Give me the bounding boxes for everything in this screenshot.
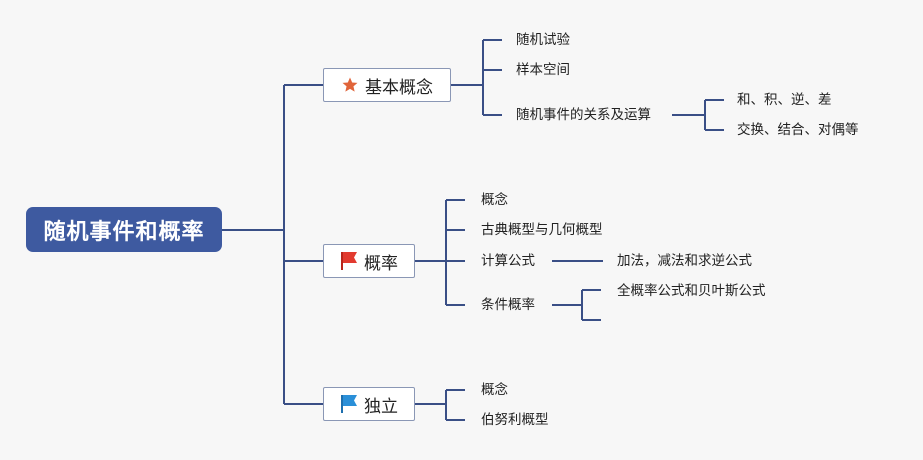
leaf-classical-geometric[interactable]: 古典概型与几何概型 [481, 222, 603, 238]
leaf-formulas[interactable]: 计算公式 [481, 253, 535, 269]
leaf-independence-concept[interactable]: 概念 [481, 382, 508, 398]
topic-label: 基本概念 [365, 77, 433, 98]
leaf-probability-concept[interactable]: 概念 [481, 192, 508, 208]
star-icon [341, 76, 359, 94]
leaf-bernoulli[interactable]: 伯努利概型 [481, 412, 549, 428]
leaf-total-probability-bayes[interactable]: 全概率公式和贝叶斯公式 [617, 283, 766, 299]
blue-flag-icon [340, 394, 358, 414]
leaf-random-experiment[interactable]: 随机试验 [516, 32, 570, 48]
topic-probability[interactable]: 概率 [323, 244, 415, 278]
leaf-addition-subtraction[interactable]: 加法，减法和求逆公式 [617, 253, 752, 269]
root-node[interactable]: 随机事件和概率 [26, 207, 222, 252]
topic-basic-concepts[interactable]: 基本概念 [323, 68, 451, 102]
red-flag-icon [340, 251, 358, 271]
leaf-commutative-laws[interactable]: 交换、结合、对偶等 [737, 122, 859, 138]
leaf-sample-space[interactable]: 样本空间 [516, 62, 570, 78]
leaf-conditional-probability[interactable]: 条件概率 [481, 297, 535, 313]
topic-label: 独立 [364, 396, 398, 417]
topic-independence[interactable]: 独立 [323, 387, 415, 421]
leaf-sum-product[interactable]: 和、积、逆、差 [737, 92, 832, 108]
topic-label: 概率 [364, 253, 398, 274]
leaf-event-relations[interactable]: 随机事件的关系及运算 [516, 107, 651, 123]
root-label: 随机事件和概率 [43, 219, 205, 245]
